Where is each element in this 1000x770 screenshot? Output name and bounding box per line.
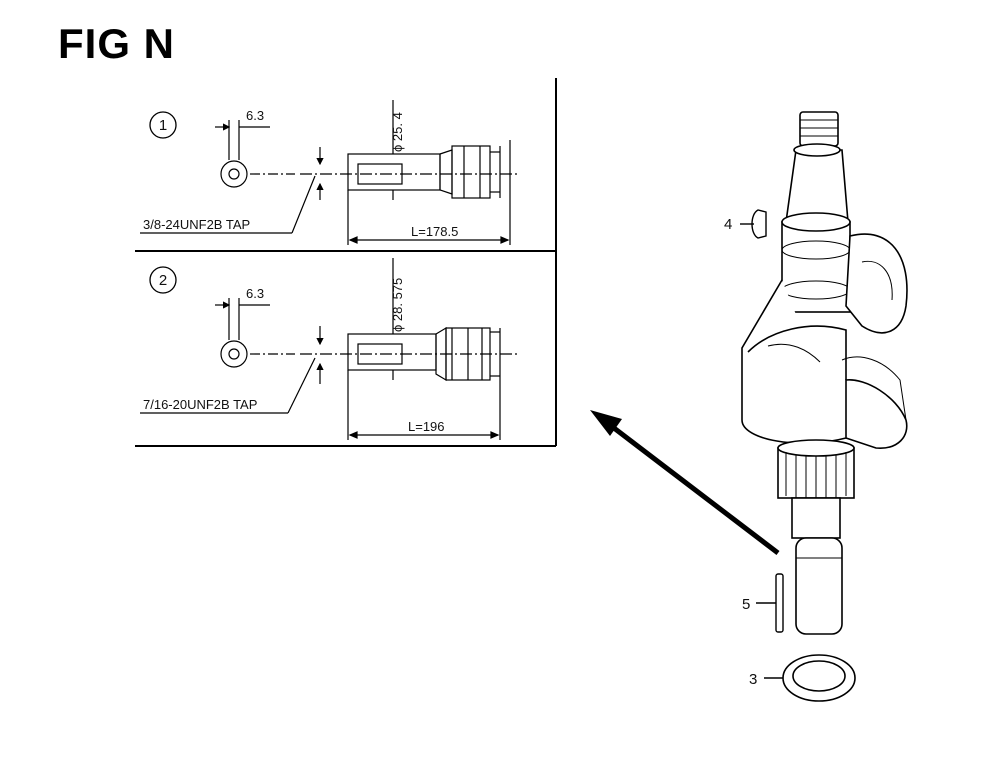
woodruff-key bbox=[740, 209, 767, 239]
end-view bbox=[215, 120, 295, 188]
figure-title: FIG N bbox=[58, 20, 175, 67]
pointer-arrow bbox=[590, 410, 780, 555]
length-dimension: L=178.5 bbox=[411, 224, 458, 239]
length-dimension: L=196 bbox=[408, 419, 445, 434]
tap-label: 3/8-24UNF2B TAP bbox=[143, 217, 250, 232]
diameter-dimension: ϕ 25. 4 bbox=[390, 112, 405, 152]
diameter-dimension: ϕ 28. 575 bbox=[390, 278, 405, 332]
callout-4: 4 bbox=[724, 216, 732, 233]
crankshaft-illustration bbox=[741, 111, 908, 635]
parallel-key bbox=[756, 573, 784, 633]
inset-frame bbox=[135, 78, 557, 447]
variant-number-circle bbox=[149, 111, 177, 139]
oil-seal bbox=[764, 654, 856, 702]
variant-number-circle bbox=[149, 266, 177, 294]
variant-number: 1 bbox=[159, 117, 167, 134]
callout-5: 5 bbox=[742, 596, 750, 613]
callout-3: 3 bbox=[749, 671, 757, 688]
variant-1: 1 6.3 bbox=[140, 100, 520, 245]
offset-dimension: 6.3 bbox=[246, 108, 264, 123]
offset-dimension: 6.3 bbox=[246, 286, 264, 301]
tap-label: 7/16-20UNF2B TAP bbox=[143, 397, 257, 412]
variant-number: 2 bbox=[159, 272, 167, 289]
shaft-side-view bbox=[140, 100, 520, 245]
variant-2: 2 6.3 bbox=[140, 258, 520, 440]
shaft-side-view bbox=[140, 258, 520, 440]
end-view bbox=[215, 298, 295, 368]
